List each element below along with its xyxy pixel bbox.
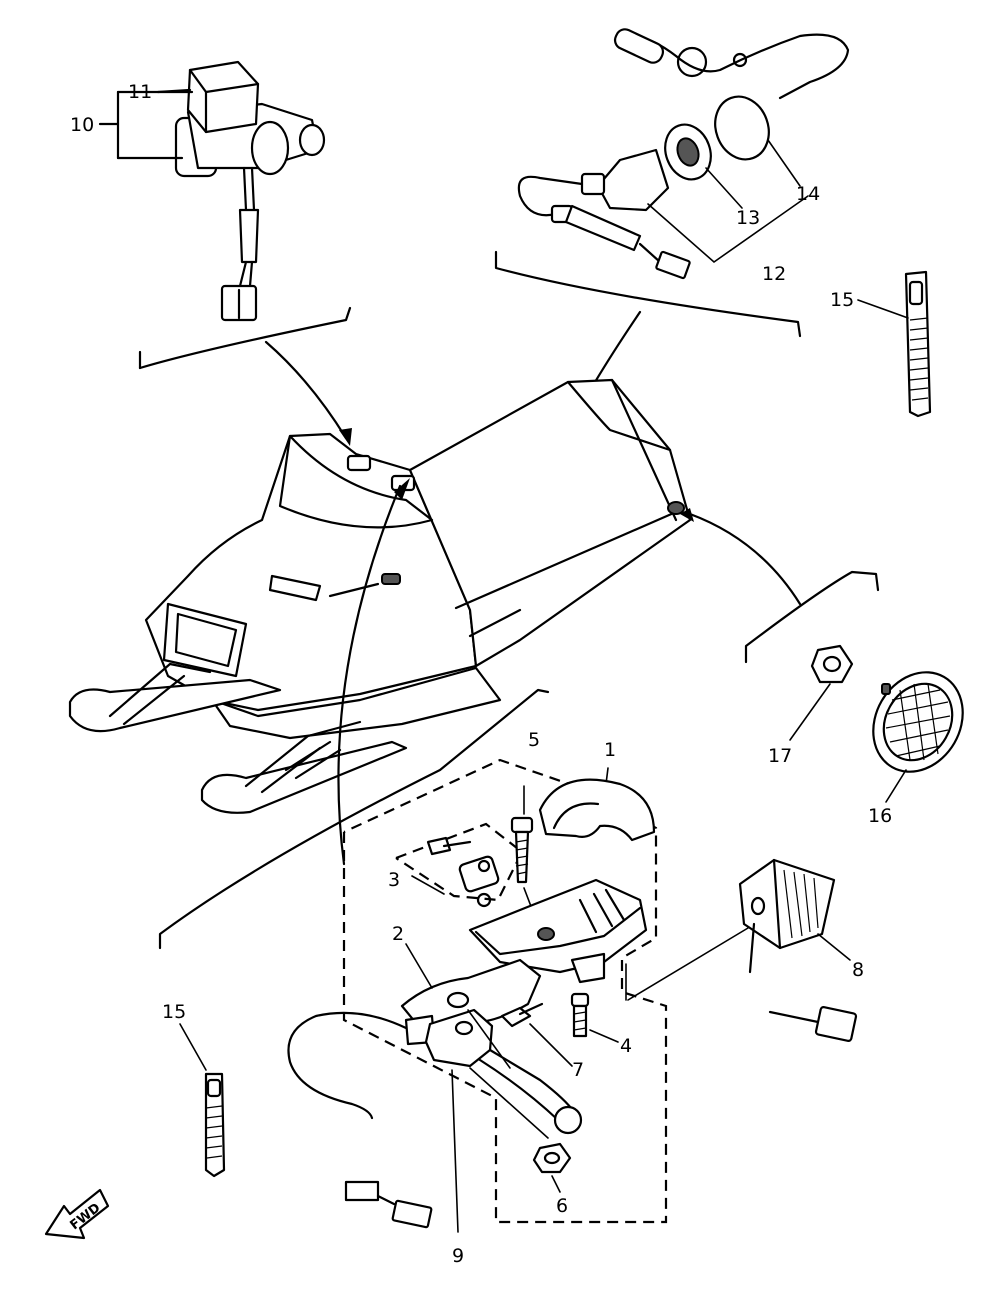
callout-1: 1 [604, 739, 616, 761]
relay-assembly [98, 60, 326, 322]
callout-4: 4 [620, 1035, 632, 1057]
lever-cap [538, 778, 656, 842]
callout-14: 14 [796, 183, 820, 205]
callout-8: 8 [852, 959, 864, 981]
callout-5: 5 [528, 729, 540, 751]
callout-16: 16 [868, 805, 892, 827]
main-switch-assembly [517, 28, 850, 280]
callout-7: 7 [572, 1059, 584, 1081]
callout-17: 17 [768, 745, 792, 767]
reflector-nut [789, 644, 854, 741]
reflector [872, 671, 964, 803]
callout-11: 11 [128, 81, 152, 103]
callout-9: 9 [452, 1245, 464, 1267]
brake-switch [287, 1008, 511, 1233]
forward-arrow-icon: FWD [44, 1188, 110, 1240]
nut-6 [469, 1067, 572, 1193]
callout-15-lower: 15 [162, 1001, 186, 1023]
relay-pointer [264, 340, 348, 440]
callout-12: 12 [762, 263, 786, 285]
lever-pointer [337, 484, 402, 866]
snowmobile-body [68, 378, 692, 814]
lever-housing [468, 878, 648, 1001]
strap-upper [857, 270, 932, 418]
callout-2: 2 [392, 923, 404, 945]
callout-15-upper: 15 [830, 289, 854, 311]
bolt-4 [570, 992, 619, 1043]
callout-3: 3 [388, 869, 400, 891]
callout-13: 13 [736, 207, 760, 229]
resistor-8 [627, 858, 858, 1042]
reflector-pointer [688, 512, 802, 606]
callout-10: 10 [70, 114, 94, 136]
strap-lower [179, 1023, 226, 1178]
callout-6: 6 [556, 1195, 568, 1217]
brake-lever [400, 943, 583, 1135]
